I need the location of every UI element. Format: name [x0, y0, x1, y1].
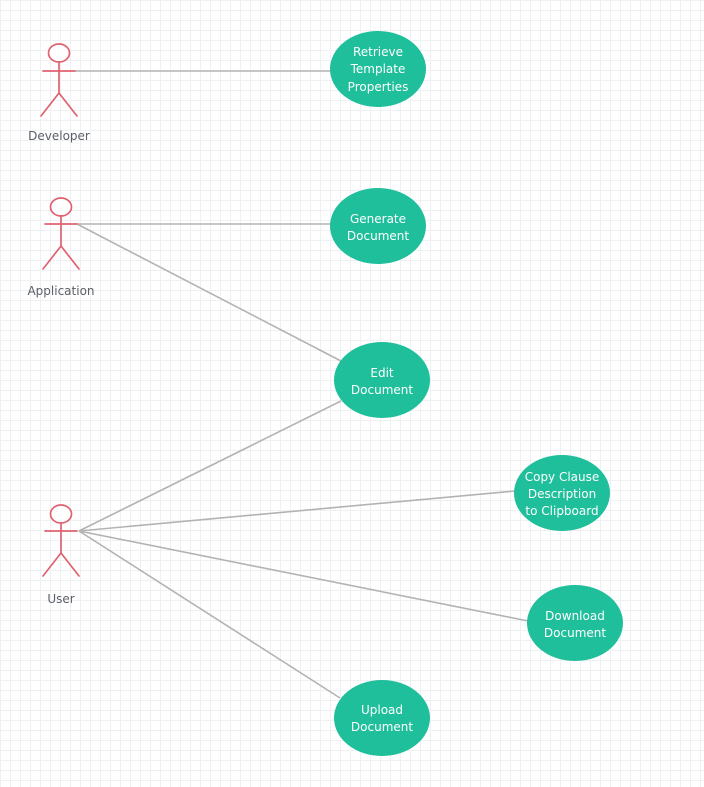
use-case-label-line: to Clipboard [525, 504, 598, 518]
use-case-download-document[interactable]: Download Document [527, 585, 623, 661]
association-user-copy [78, 490, 516, 532]
actor-label-developer: Developer [28, 129, 90, 143]
actor-label-application: Application [27, 284, 94, 298]
use-case-label-line: Download [545, 609, 605, 623]
use-case-edit-document[interactable]: Edit Document [334, 342, 430, 418]
use-case-retrieve-template-properties[interactable]: Retrieve Template Properties [330, 31, 426, 107]
association-user-download [78, 530, 529, 622]
use-case-label-line: Generate [350, 212, 406, 226]
use-case-label-line: Edit [370, 366, 394, 380]
use-case-label-line: Description [528, 487, 596, 501]
use-case-label-line: Upload [361, 703, 403, 717]
use-case-label-line: Template [350, 62, 406, 76]
use-case-label-line: Properties [348, 80, 409, 94]
association-user-edit [78, 400, 342, 532]
use-case-label-line: Document [351, 383, 413, 397]
actor-label-user: User [47, 592, 74, 606]
use-case-copy-clause-description[interactable]: Copy Clause Description to Clipboard [514, 455, 610, 531]
stick-figure-icon [42, 197, 80, 270]
use-case-generate-document[interactable]: Generate Document [330, 188, 426, 264]
use-case-label-line: Retrieve [353, 45, 403, 59]
use-case-label-line: Document [351, 720, 413, 734]
actor-user[interactable]: User [42, 504, 80, 606]
stick-figure-icon [42, 504, 80, 577]
association-application-edit [76, 223, 342, 362]
stick-figure-icon [40, 43, 78, 117]
actor-developer[interactable]: Developer [28, 43, 90, 143]
associations-layer [75, 70, 529, 699]
use-case-upload-document[interactable]: Upload Document [334, 680, 430, 756]
actor-application[interactable]: Application [27, 197, 95, 298]
use-case-label-line: Document [544, 626, 606, 640]
association-user-upload [78, 530, 341, 699]
use-case-label-line: Document [347, 229, 409, 243]
use-case-label-line: Copy Clause [525, 470, 600, 484]
